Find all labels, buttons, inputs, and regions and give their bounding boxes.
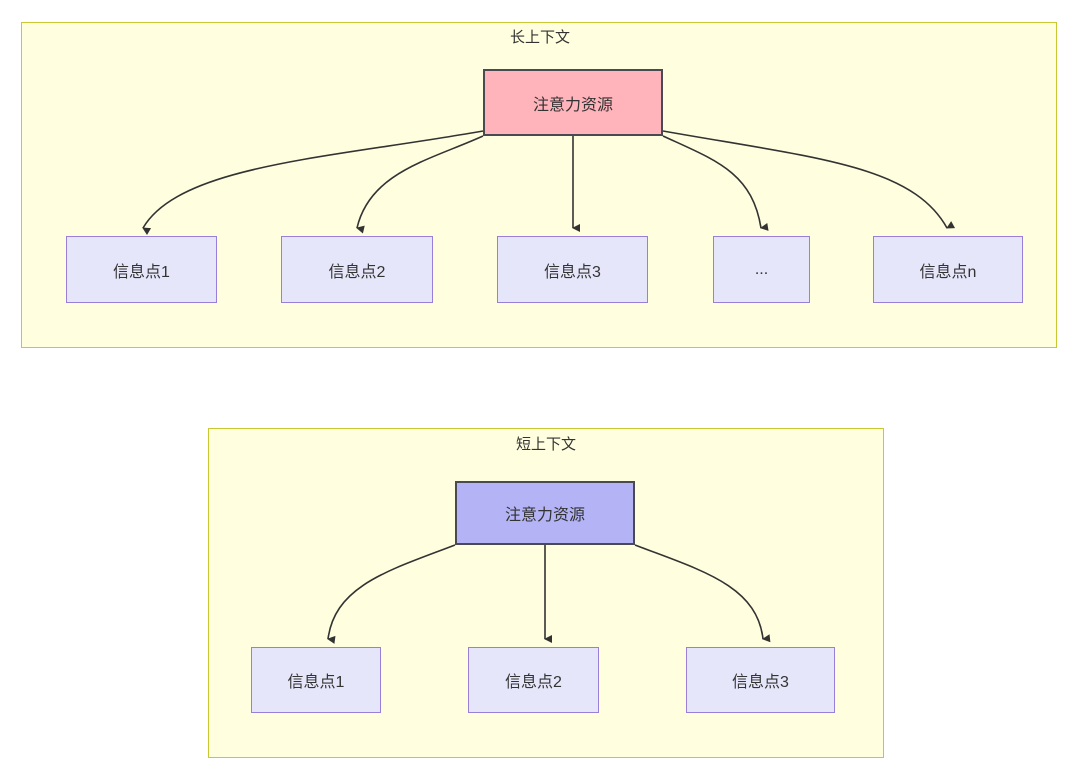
edge-long-4 — [662, 135, 769, 231]
group-short-context-title: 短上下文 — [515, 436, 576, 453]
node-attention-resource-short[interactable]: 注意力资源 — [455, 481, 635, 545]
node-info-point-3-short[interactable]: 信息点3 — [686, 647, 835, 713]
edge-short-1 — [327, 544, 456, 644]
node-info-point-2-long[interactable]: 信息点2 — [281, 236, 433, 303]
node-info-point-1-long[interactable]: 信息点1 — [66, 236, 217, 303]
edge-short-3 — [634, 544, 771, 643]
node-info-point-ellipsis-long[interactable]: ... — [713, 236, 810, 303]
edge-long-1 — [142, 130, 484, 236]
node-info-point-3-long[interactable]: 信息点3 — [497, 236, 648, 303]
node-attention-resource-long[interactable]: 注意力资源 — [483, 69, 663, 136]
edge-long-2 — [356, 135, 484, 234]
node-info-point-2-short[interactable]: 信息点2 — [468, 647, 599, 713]
node-info-point-n-long[interactable]: 信息点n — [873, 236, 1023, 303]
group-long-context-title: 长上下文 — [509, 29, 570, 46]
node-info-point-1-short[interactable]: 信息点1 — [251, 647, 381, 713]
edge-long-5 — [662, 130, 956, 229]
